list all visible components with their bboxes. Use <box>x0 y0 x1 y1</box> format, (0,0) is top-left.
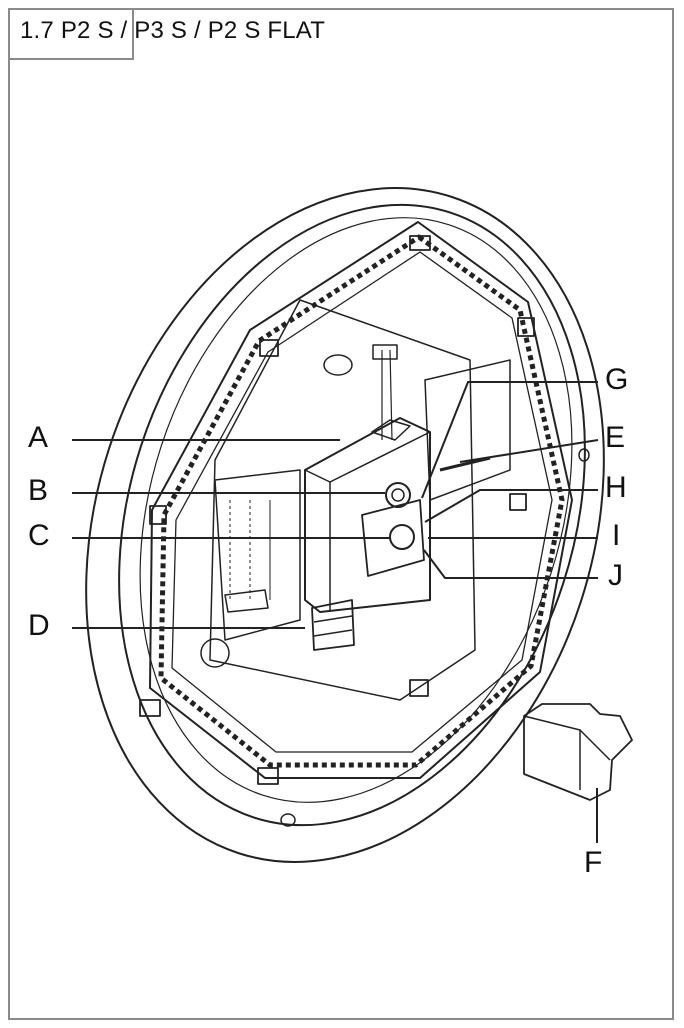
callout-i: I <box>612 519 621 552</box>
corner-clips <box>139 235 535 785</box>
sensor-block <box>361 499 425 577</box>
connector-d <box>311 599 355 651</box>
page-frame <box>8 8 674 1020</box>
octagon-frame-outer <box>149 221 573 779</box>
callout-b: B <box>28 474 49 507</box>
inner-rim <box>118 203 586 827</box>
callout-c: C <box>28 519 50 552</box>
leader-e <box>459 439 599 463</box>
callout-d: D <box>28 609 50 642</box>
mounting-plate <box>209 299 476 701</box>
callout-a: A <box>28 421 49 454</box>
leader-g <box>421 381 598 499</box>
page-title: 1.7 P2 S / P3 S / P2 S FLAT <box>20 17 326 44</box>
outer-rim <box>85 187 605 863</box>
callout-g: G <box>605 363 629 396</box>
callout-j: J <box>608 559 623 592</box>
octagon-frame-inner <box>171 251 553 753</box>
callout-e: E <box>605 421 626 454</box>
part-f <box>523 703 633 801</box>
callout-h: H <box>605 471 627 504</box>
leader-j <box>423 549 598 579</box>
callout-f: F <box>584 846 603 879</box>
title-box <box>8 8 134 60</box>
driver-box <box>304 417 431 613</box>
side-panel <box>424 359 511 501</box>
sensor-c <box>389 524 415 550</box>
leader-h <box>424 489 598 523</box>
chain-ring <box>158 234 565 768</box>
sensor-b <box>385 482 411 508</box>
